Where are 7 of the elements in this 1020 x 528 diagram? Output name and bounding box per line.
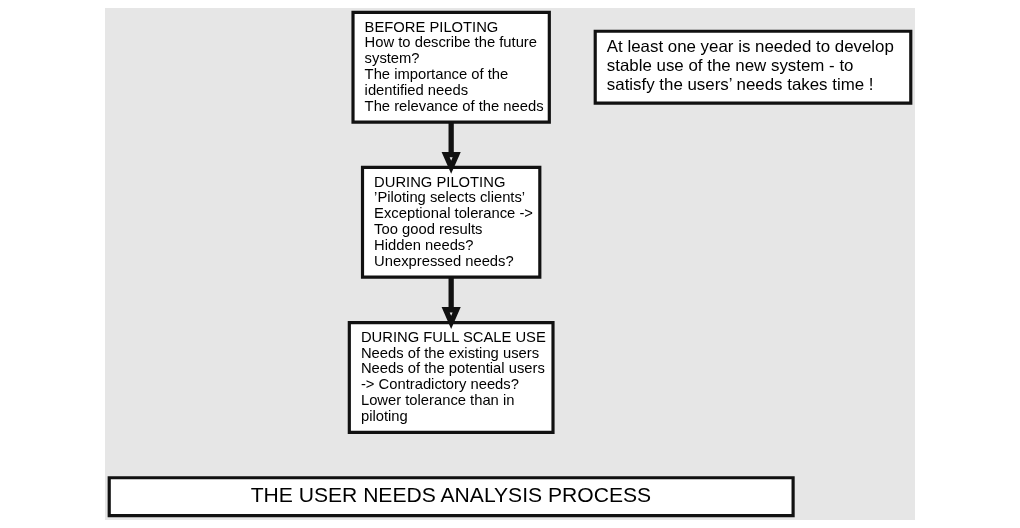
node-box: At least one year is needed to develop stable use of the new system - to satisfy the users’ needs takes time ! [593,29,913,105]
node-box: DURING FULL SCALE USE Needs of the existing users Needs of the potential users -> Contradictory needs? Lower tolerance than in piloting [347,321,555,434]
node-box: THE USER NEEDS ANALYSIS PROCESS [107,476,795,518]
node-box: BEFORE PILOTING How to describe the future system? The importance of the identified needs The relevance of the needs [351,10,551,124]
node-box: DURING PILOTING ’Piloting selects clients’ Exceptional tolerance -> Too good results Hidden needs? Unexpressed needs? [360,165,542,279]
arrow [441,277,461,329]
arrow [441,122,461,174]
